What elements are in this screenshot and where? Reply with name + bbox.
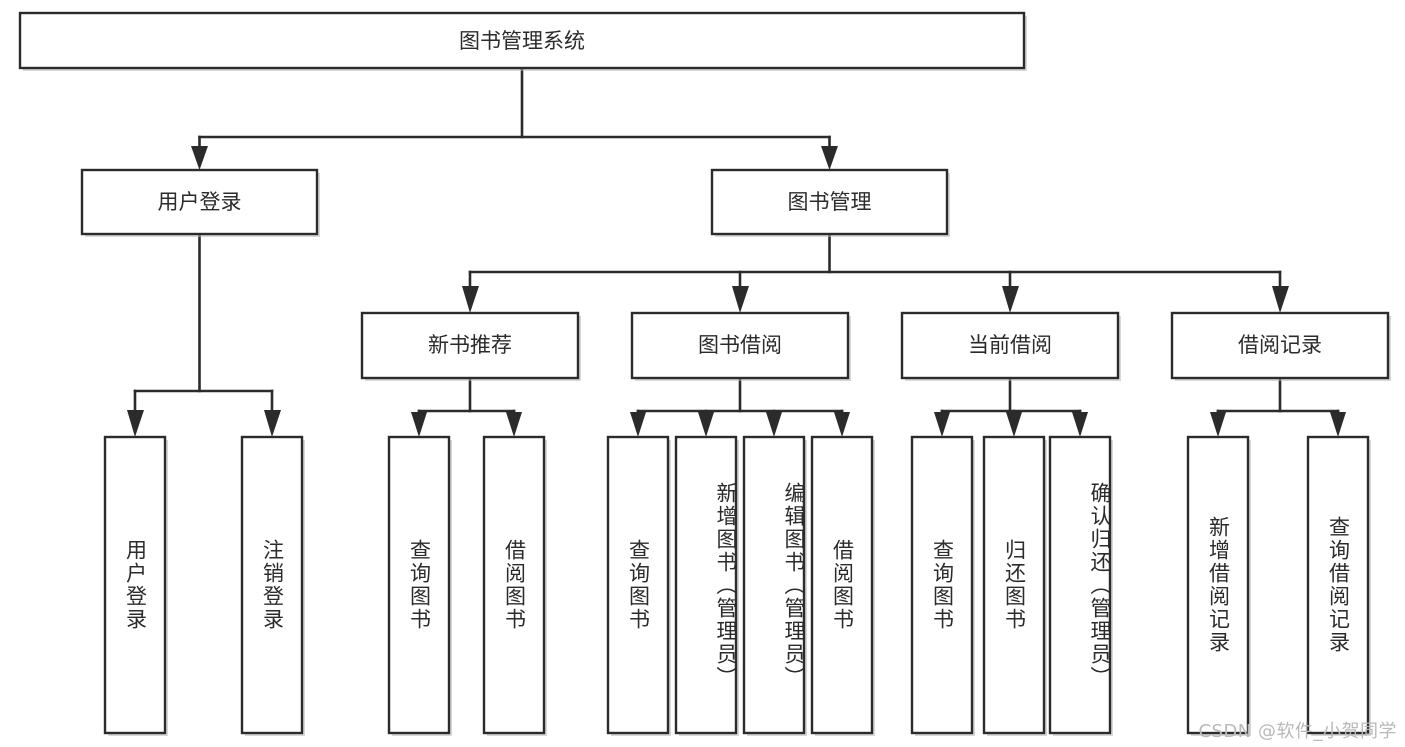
leaf-rect-bb-add-book[interactable]	[674, 435, 738, 735]
leaf-rect-br-query-record[interactable]	[1306, 435, 1370, 735]
new-book-recommend-label: 新书推荐	[428, 333, 512, 357]
leaf-rect-cb-query-book[interactable]	[910, 435, 974, 735]
arrow-leaf-nb-query	[411, 412, 427, 437]
arrow-leaf-cq	[934, 412, 950, 437]
leaf-rect-bb-borrow-book[interactable]	[810, 435, 874, 735]
current-borrow-rect	[900, 311, 1120, 380]
arrow-leaf-user-logout	[264, 410, 281, 437]
leaf-rect-br-add-record[interactable]	[1186, 435, 1250, 735]
connector-layer	[127, 66, 1346, 437]
node-borrow-records[interactable]: 借阅记录	[1170, 311, 1391, 381]
node-user-login[interactable]: 用户登录	[80, 168, 320, 237]
current-borrow-label: 当前借阅	[968, 333, 1052, 357]
leaf-rect-cb-return-book[interactable]	[982, 435, 1046, 735]
leaf-rect-user-login[interactable]	[103, 435, 167, 735]
node-current-borrow[interactable]: 当前借阅	[900, 311, 1121, 381]
borrow-records-rect	[1170, 311, 1390, 380]
arrow-leaf-bborrow	[834, 412, 850, 437]
node-book-management[interactable]: 图书管理	[710, 168, 950, 237]
arrow-leaf-creturn	[1006, 412, 1022, 437]
arrow-to-current	[1002, 286, 1019, 313]
user-login-rect	[80, 168, 319, 236]
leaf-rect-cb-confirm-return[interactable]	[1048, 435, 1112, 735]
arrow-leaf-nb-borrow	[506, 412, 522, 437]
arrow-leaf-user-login	[127, 410, 144, 437]
arrow-to-newbook	[462, 286, 479, 313]
leaf-layer	[103, 435, 1371, 736]
borrow-records-label: 借阅记录	[1238, 333, 1322, 357]
arrow-to-bookmgmt	[821, 146, 838, 170]
node-new-book-recommend[interactable]: 新书推荐	[360, 311, 581, 381]
arrow-leaf-bedit	[766, 412, 782, 437]
arrow-leaf-cconfirm	[1072, 412, 1088, 437]
arrow-leaf-radd	[1210, 412, 1226, 437]
book-management-rect	[710, 168, 949, 236]
arrow-leaf-badd	[698, 412, 714, 437]
new-book-recommend-rect	[360, 311, 580, 380]
book-borrow-rect	[630, 311, 850, 380]
node-book-borrow[interactable]: 图书借阅	[630, 311, 851, 381]
arrow-leaf-rquery	[1330, 412, 1346, 437]
arrow-to-borrow	[732, 286, 749, 313]
leaf-rect-nb-borrow-book[interactable]	[482, 435, 546, 735]
book-management-label: 图书管理	[788, 190, 872, 214]
leaf-rect-nb-query-book[interactable]	[387, 435, 451, 735]
leaf-rect-bb-query-book[interactable]	[606, 435, 670, 735]
leaf-rect-bb-edit-book[interactable]	[742, 435, 806, 735]
book-borrow-label: 图书借阅	[698, 333, 782, 357]
root-rect	[18, 11, 1026, 70]
arrow-to-records	[1272, 286, 1289, 313]
arrow-leaf-bq	[630, 412, 646, 437]
node-root[interactable]: 图书管理系统	[18, 11, 1027, 71]
user-login-label: 用户登录	[158, 190, 242, 214]
arrow-to-userlogin	[191, 146, 208, 170]
root-label: 图书管理系统	[459, 29, 585, 53]
leaf-rect-user-logout[interactable]	[240, 435, 304, 735]
